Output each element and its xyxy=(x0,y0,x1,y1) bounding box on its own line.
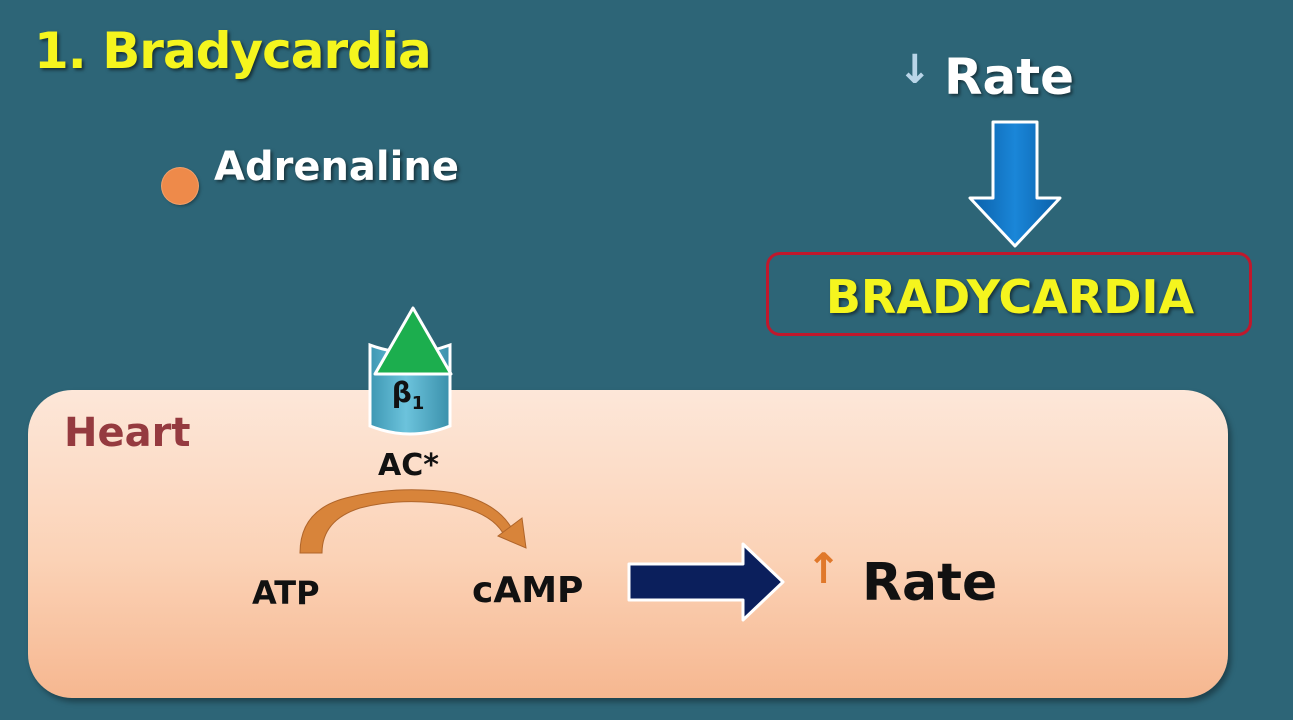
ligand-triangle-icon xyxy=(373,306,453,376)
curved-reaction-arrow-icon xyxy=(299,489,527,554)
camp-label: cAMP xyxy=(472,570,584,611)
heart-label: Heart xyxy=(64,410,191,456)
effect-rate-label: Rate xyxy=(862,553,998,613)
adrenaline-label: Adrenaline xyxy=(214,144,459,190)
top-rate-label: Rate xyxy=(944,48,1075,106)
bradycardia-box xyxy=(766,252,1252,336)
beta1-label: β1 xyxy=(392,376,425,414)
slide-title: 1. Bradycardia xyxy=(34,22,432,80)
up-arrow-icon: ↑ xyxy=(806,544,842,593)
down-arrow-icon: ↓ xyxy=(898,47,932,93)
atp-label: ATP xyxy=(252,574,320,612)
adenylyl-cyclase-label: AC* xyxy=(378,448,439,483)
bradycardia-label: BRADYCARDIA xyxy=(825,270,1195,324)
heart-panel xyxy=(28,390,1228,698)
big-down-arrow-icon xyxy=(968,120,1062,248)
adrenaline-molecule-icon xyxy=(162,168,198,204)
effect-right-arrow-icon xyxy=(627,542,785,622)
